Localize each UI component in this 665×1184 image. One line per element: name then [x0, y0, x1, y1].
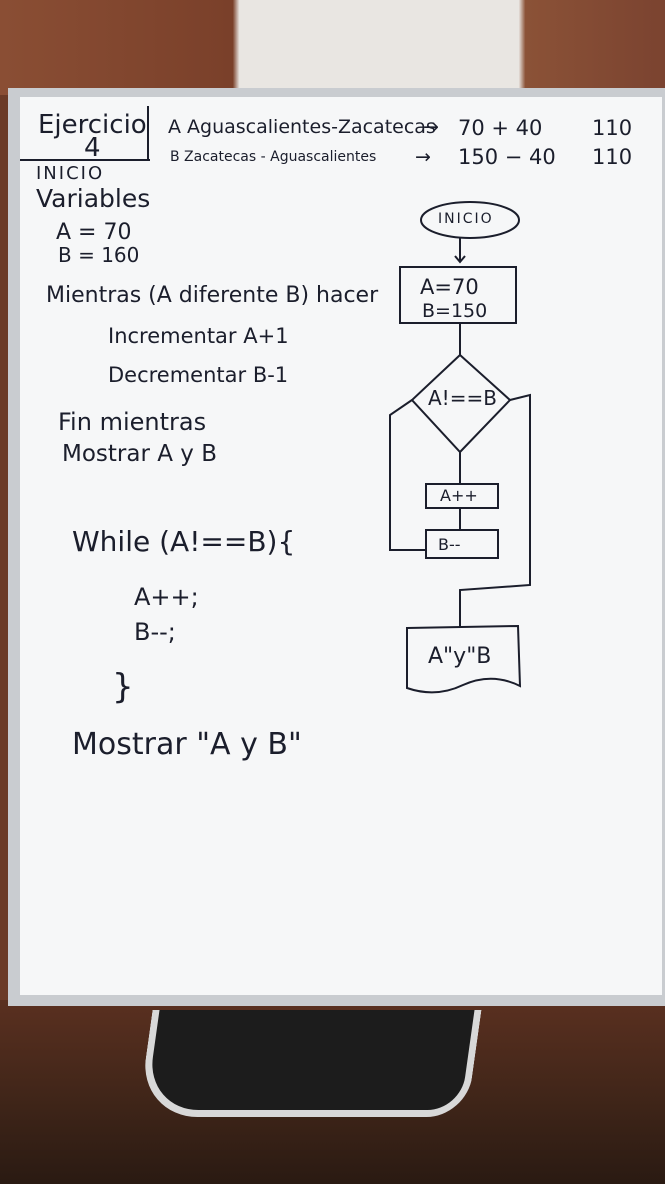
- flow-init-b-label: B=150: [422, 300, 488, 322]
- pseudo-incrementar: Incrementar A+1: [108, 324, 289, 348]
- arrow-b: →: [415, 146, 431, 168]
- code-decrement: B--;: [134, 618, 176, 646]
- pseudo-var-b: B = 160: [58, 243, 140, 267]
- flow-step-b-label: B--: [438, 535, 461, 554]
- flow-decision-label: A!==B: [428, 386, 497, 410]
- flow-init-a-label: A=70: [420, 275, 479, 299]
- flow-loop-back: [389, 399, 426, 551]
- flow-output-label: A"y"B: [428, 644, 492, 669]
- pseudo-mostrar: Mostrar A y B: [62, 441, 217, 467]
- flow-step-a-label: A++: [440, 486, 478, 505]
- pseudo-var-a: A = 70: [56, 220, 132, 245]
- header-calc-a: 70 + 40: [458, 116, 543, 140]
- flow-init-box: [399, 266, 517, 324]
- wall-background: [0, 0, 665, 95]
- code-while: While (A!==B){: [72, 525, 296, 558]
- pseudo-fin-mientras: Fin mientras: [58, 408, 207, 436]
- arrow-a: →: [423, 116, 439, 138]
- flow-arrowhead-1: [454, 255, 466, 264]
- pseudo-variables: Variables: [36, 184, 151, 213]
- code-close-brace: }: [112, 667, 134, 707]
- pseudo-inicio: INICIO: [36, 163, 105, 184]
- flow-start-label: INICIO: [438, 211, 494, 227]
- code-increment: A++;: [134, 583, 199, 611]
- code-mostrar: Mostrar "A y B": [72, 727, 302, 762]
- flow-start-terminator: [420, 201, 520, 239]
- header-route-a: A Aguascalientes-Zacatecas: [168, 116, 436, 138]
- flow-output-document: [406, 624, 522, 694]
- header-route-b: B Zacatecas - Aguascalientes: [170, 149, 377, 165]
- header-result-a: 110: [592, 116, 633, 140]
- header-calc-b: 150 − 40: [458, 145, 556, 169]
- header-result-b: 110: [592, 145, 633, 169]
- whiteboard: [20, 97, 662, 995]
- pseudo-mientras: Mientras (A diferente B) hacer: [46, 283, 379, 308]
- flow-step-a-box: [425, 483, 499, 509]
- title-ejercicio: Ejercicio: [38, 110, 147, 140]
- pseudo-decrementar: Decrementar B-1: [108, 363, 289, 387]
- title-number: 4: [84, 133, 101, 163]
- flow-exit-path: [459, 393, 531, 628]
- flow-step-b-box: [425, 529, 499, 559]
